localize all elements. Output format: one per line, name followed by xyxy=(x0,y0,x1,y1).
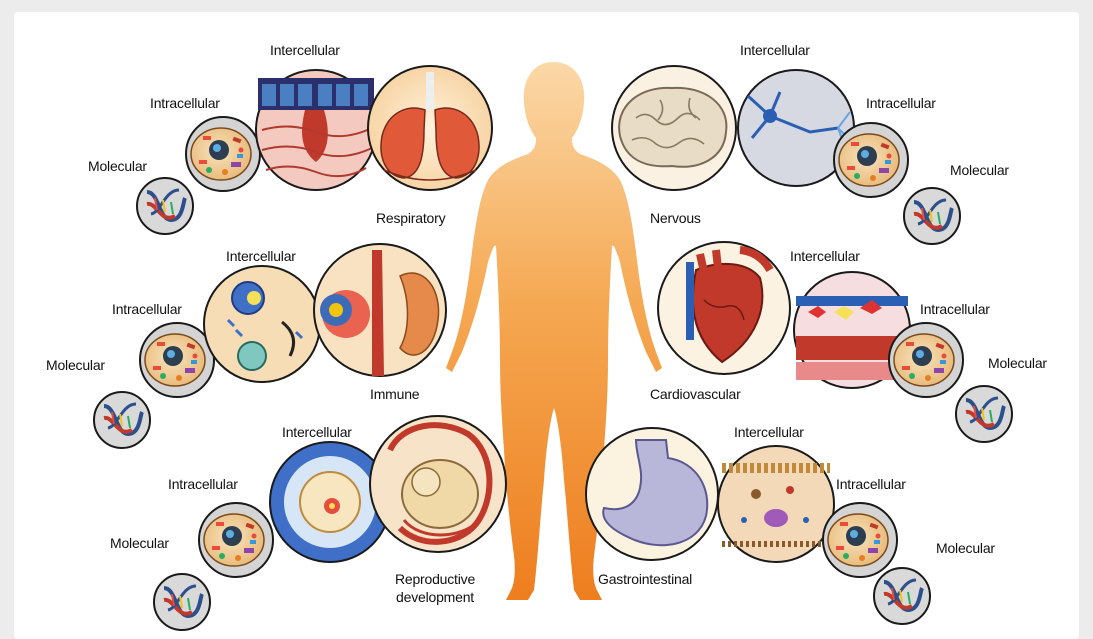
reproductive-system-label-line2: development xyxy=(380,589,490,605)
respiratory-system-label: Respiratory xyxy=(376,210,445,226)
nervous-intercellular-label: Intercellular xyxy=(740,42,810,58)
respiratory-molecular-label: Molecular xyxy=(88,158,147,174)
cardiovascular-molecular-label: Molecular xyxy=(988,355,1047,371)
dna-helix-icon xyxy=(874,568,930,624)
nervous-system-label: Nervous xyxy=(650,210,701,226)
cell-icon xyxy=(186,117,260,191)
heart-icon xyxy=(658,242,790,374)
kidney-bone-icon xyxy=(314,244,446,376)
cardiovascular-group xyxy=(658,242,1012,442)
dna-helix-icon xyxy=(154,574,210,630)
gastrointestinal-intracellular-label: Intracellular xyxy=(836,476,906,492)
gastrointestinal-system-label: Gastrointestinal xyxy=(598,571,692,587)
brain-icon xyxy=(612,66,736,190)
immune-system-label: Immune xyxy=(370,386,419,402)
gastrointestinal-intercellular-label: Intercellular xyxy=(734,424,804,440)
cell-icon xyxy=(140,323,214,397)
dna-helix-icon xyxy=(94,392,150,448)
fetus-uterus-icon xyxy=(370,416,506,552)
nervous-intracellular-label: Intracellular xyxy=(866,95,936,111)
reproductive-intracellular-label: Intracellular xyxy=(168,476,238,492)
cardiovascular-intercellular-label: Intercellular xyxy=(790,248,860,264)
immune-group xyxy=(94,244,446,448)
immune-molecular-label: Molecular xyxy=(46,357,105,373)
cardiovascular-system-label: Cardiovascular xyxy=(650,386,741,402)
reproductive-system-label-line1: Reproductive xyxy=(380,571,490,587)
dna-helix-icon xyxy=(137,178,193,234)
lungs-icon xyxy=(368,66,492,190)
immune-intracellular-label: Intracellular xyxy=(112,301,182,317)
respiratory-group xyxy=(137,66,492,234)
reproductive-molecular-label: Molecular xyxy=(110,535,169,551)
cell-icon xyxy=(889,323,963,397)
nervous-molecular-label: Molecular xyxy=(950,162,1009,178)
stomach-icon xyxy=(586,428,718,560)
respiratory-intracellular-label: Intracellular xyxy=(150,95,220,111)
respiratory-intercellular-label: Intercellular xyxy=(270,42,340,58)
dna-helix-icon xyxy=(956,386,1012,442)
gastrointestinal-group xyxy=(586,428,930,624)
cell-icon xyxy=(199,503,273,577)
cell-icon xyxy=(834,123,908,197)
dna-helix-icon xyxy=(904,188,960,244)
tissue-cells-icon xyxy=(256,70,376,190)
reproductive-intercellular-label: Intercellular xyxy=(282,424,352,440)
gastrointestinal-molecular-label: Molecular xyxy=(936,540,995,556)
immune-intercellular-label: Intercellular xyxy=(226,248,296,264)
cell-icon xyxy=(823,503,897,577)
tissue-cells-icon xyxy=(204,266,320,382)
tissue-cells-icon xyxy=(718,446,834,562)
cardiovascular-intracellular-label: Intracellular xyxy=(920,301,990,317)
